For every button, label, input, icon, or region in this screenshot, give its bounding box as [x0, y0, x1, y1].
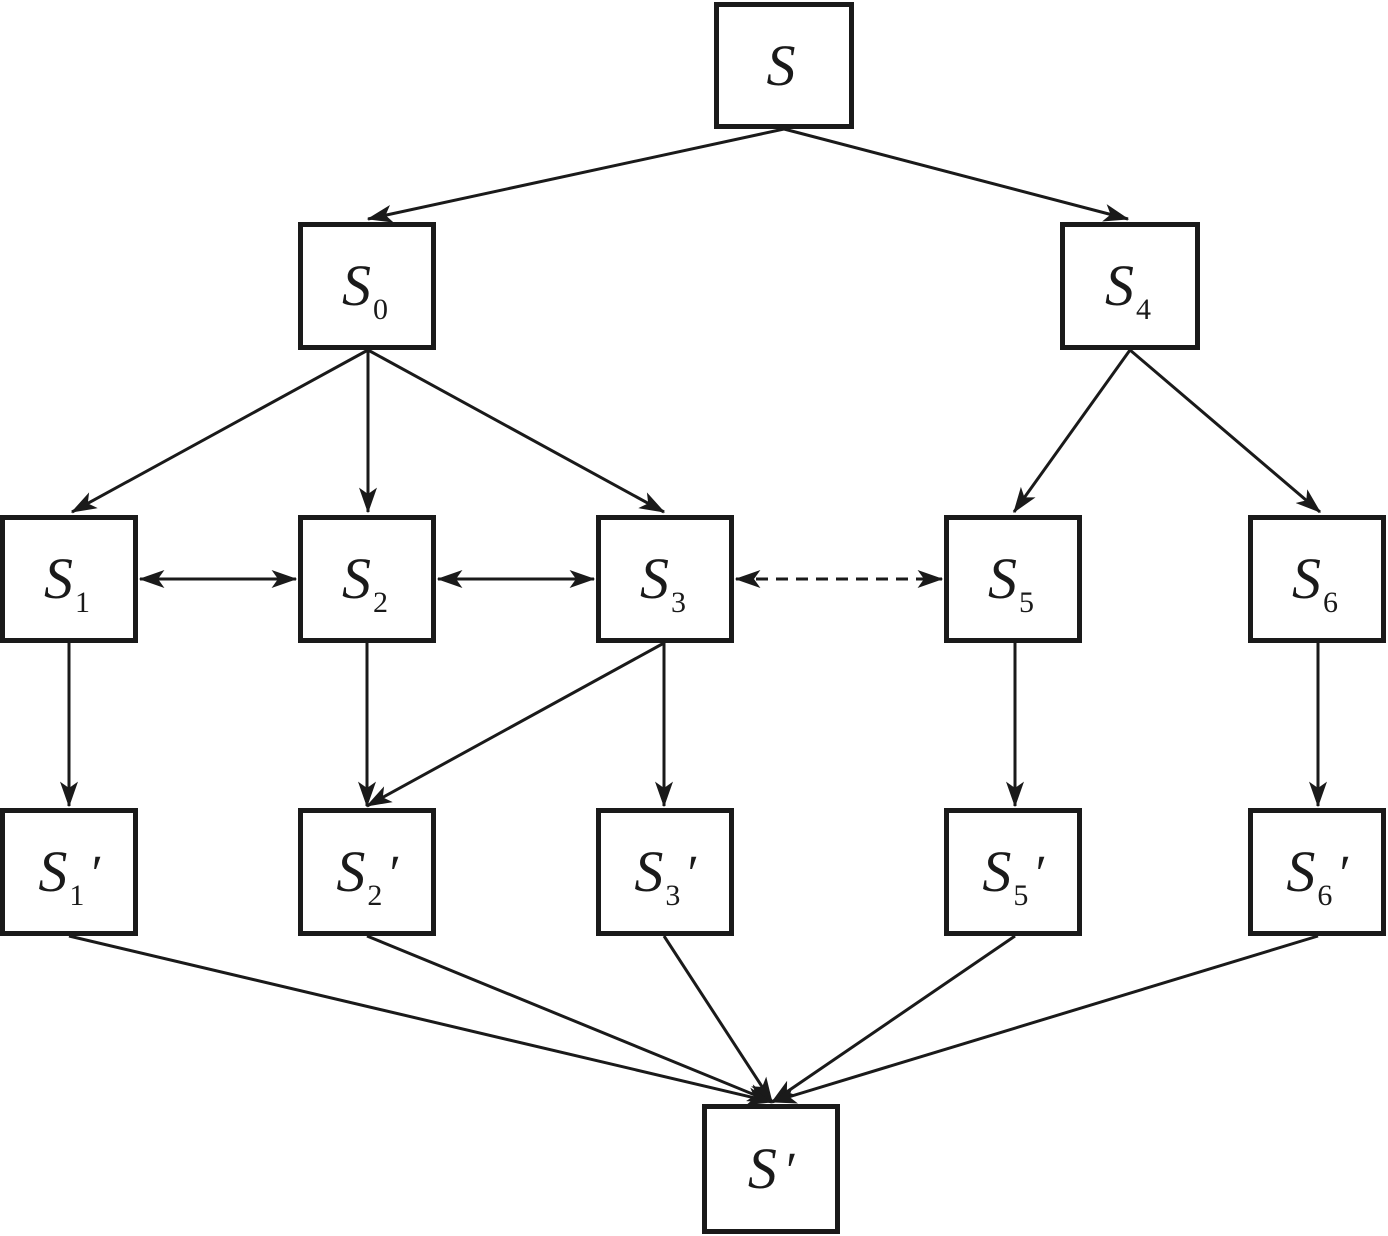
node-S-prime: S′ [702, 1104, 840, 1234]
edge-S0-to-S1 [70, 348, 369, 514]
edge-S0-to-S3 [367, 348, 666, 514]
node-S1: S1 [0, 515, 138, 643]
node-S1-prime: S1′ [0, 808, 138, 936]
edge-S5p-to-Sp [770, 934, 1016, 1104]
node-S2: S2 [298, 515, 436, 643]
node-S3: S3 [596, 515, 734, 643]
edge-S4-to-S5 [1012, 349, 1132, 514]
edge-S6p-to-Sp [770, 934, 1319, 1104]
node-S6-prime: S6′ [1248, 808, 1386, 936]
edge-S-to-S4 [783, 127, 1130, 222]
node-S5: S5 [944, 515, 1082, 643]
node-S4: S4 [1060, 222, 1200, 350]
node-S6: S6 [1248, 515, 1386, 643]
edge-S4-to-S6 [1129, 348, 1321, 514]
edge-S2p-to-Sp [366, 934, 774, 1104]
edge-S1p-to-Sp [68, 934, 774, 1106]
edge-S3p-to-Sp [662, 935, 774, 1104]
node-S2-prime: S2′ [298, 808, 436, 936]
edge-S-to-S0 [366, 127, 785, 223]
edge-S3-to-S2p [365, 641, 665, 808]
node-S3-prime: S3′ [596, 808, 734, 936]
node-S: S [714, 2, 854, 129]
node-S5-prime: S5′ [944, 808, 1082, 936]
node-S0: S0 [298, 222, 436, 350]
